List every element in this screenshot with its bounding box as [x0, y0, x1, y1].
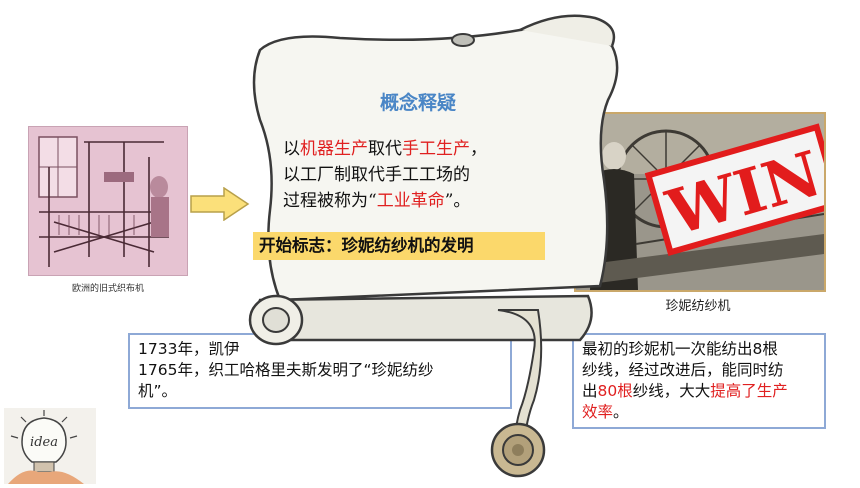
concept-title: 概念释疑	[379, 92, 456, 114]
right-arrow-icon	[190, 186, 250, 225]
invention-history-box: 1733年，凯伊 1765年，织工哈格里夫斯发明了“珍妮纺纱 机”。	[128, 333, 512, 409]
definition-line-1: 以机器生产取代手工生产，	[283, 139, 487, 159]
old-loom-image	[28, 126, 188, 276]
history-line-1: 1733年，凯伊	[138, 340, 240, 358]
efficiency-line-4: 效率。	[582, 403, 629, 421]
definition-line-2: 以工厂制取代手工工场的	[283, 165, 470, 185]
efficiency-line-1: 最初的珍妮机一次能纺出8根	[582, 340, 778, 358]
efficiency-box: 最初的珍妮机一次能纺出8根 纱线，经过改进后，能同时纺 出80根纱线，大大提高了…	[572, 333, 826, 429]
start-marker-banner: 开始标志：珍妮纺纱机的发明	[253, 232, 545, 260]
spinning-jenny-caption: 珍妮纺纱机	[665, 299, 731, 314]
efficiency-line-3: 出80根纱线，大大提高了生产	[582, 382, 788, 400]
history-line-3: 机”。	[138, 382, 178, 400]
idea-lightbulb-icon: idea	[4, 408, 96, 484]
old-loom-caption: 欧洲的旧式织布机	[71, 284, 144, 294]
efficiency-line-2: 纱线，经过改进后，能同时纺	[582, 361, 784, 379]
svg-text:idea: idea	[30, 435, 58, 450]
definition-line-3: 过程被称为“工业革命”。	[283, 191, 471, 211]
history-line-2: 1765年，织工哈格里夫斯发明了“珍妮纺纱	[138, 361, 434, 379]
